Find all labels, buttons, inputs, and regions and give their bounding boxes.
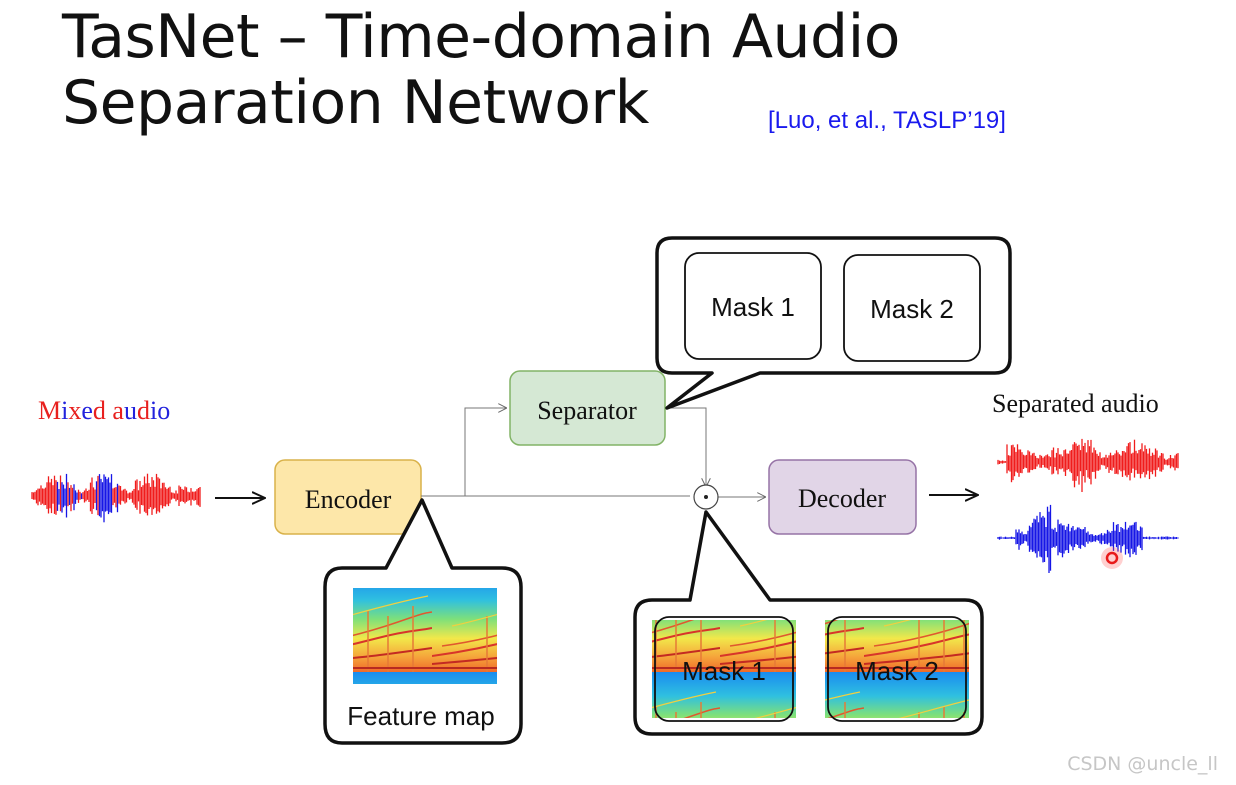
separated-audio-red-waveform: [997, 438, 1179, 492]
mixed-audio-label: Mixed audio: [38, 396, 170, 425]
feature-map-spectrogram: [353, 588, 497, 684]
applied-mask-1-box: [654, 616, 794, 722]
separator-mask-1-box: [684, 252, 822, 360]
decoder-block: Decoder: [768, 459, 917, 535]
separated-audio-blue-waveform: [997, 504, 1179, 573]
slide-title: TasNet – Time-domain Audio Separation Ne…: [62, 2, 901, 138]
decoder-label: Decoder: [798, 484, 886, 513]
applied-mask-1-label: Mask 1: [682, 656, 766, 686]
separator-mask-2-label: Mask 2: [870, 294, 954, 324]
cursor-indicator-icon: [1101, 547, 1123, 569]
separator-label: Separator: [537, 396, 637, 425]
slide-title-line-2: Separation Network: [62, 68, 649, 138]
separator-mask-callout: Mask 1 Mask 2: [655, 236, 1012, 410]
feature-map-label: Feature map: [347, 701, 494, 731]
citation-reference: [Luo, et al., TASLP’19]: [768, 107, 1006, 134]
feature-map-callout: Feature map: [323, 498, 523, 745]
separator-block: Separator: [509, 370, 666, 446]
applied-mask-callout: Mask 1 Mask 2: [633, 510, 984, 736]
separator-mask-2-box: [843, 254, 981, 362]
slide-title-line-1: TasNet – Time-domain Audio: [62, 2, 901, 72]
separator-to-mask-line: [665, 407, 706, 486]
encoder-block: Encoder: [274, 459, 422, 535]
separator-mask-1-label: Mask 1: [711, 292, 795, 322]
applied-mask-1-spectrogram: [652, 620, 796, 718]
applied-mask-2-box: [827, 616, 967, 722]
encoder-to-separator-line: [464, 408, 506, 496]
separated-audio-label: Separated audio: [992, 389, 1159, 418]
mixed-audio-waveform: [31, 473, 201, 523]
applied-mask-2-spectrogram: [825, 620, 969, 718]
elementwise-multiply-operator: [693, 484, 719, 510]
watermark: CSDN @uncle_ll: [1067, 753, 1218, 775]
encoder-label: Encoder: [305, 485, 392, 514]
applied-mask-2-label: Mask 2: [855, 656, 939, 686]
